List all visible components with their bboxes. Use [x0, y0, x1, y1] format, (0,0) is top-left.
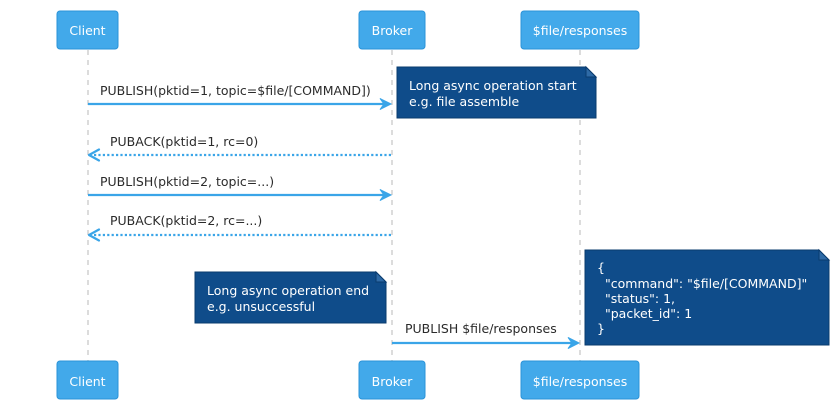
participant-responses-bottom[interactable]: $file/responses: [520, 360, 640, 400]
participant-responses-label: $file/responses: [533, 374, 628, 389]
note-operation-start: Long async operation start e.g. file ass…: [396, 65, 598, 119]
message-publish-responses[interactable]: PUBLISH $file/responses: [392, 321, 581, 349]
note-operation-end: Long async operation end e.g. unsuccessf…: [194, 270, 388, 324]
message-puback-1[interactable]: PUBACK(pktid=1, rc=0): [87, 134, 391, 162]
note-start-line1: Long async operation start: [409, 78, 577, 93]
message-publish-2-label: PUBLISH(pktid=2, topic=...): [100, 174, 274, 189]
message-publish-responses-label: PUBLISH $file/responses: [405, 321, 557, 336]
note-payload-line1: {: [597, 260, 605, 275]
arrowhead-left-icon: [87, 228, 101, 242]
participant-responses-label: $file/responses: [533, 23, 628, 38]
message-publish-2[interactable]: PUBLISH(pktid=2, topic=...): [88, 174, 393, 201]
message-puback-2-label: PUBACK(pktid=2, rc=...): [110, 213, 262, 228]
arrowhead-right-icon: [379, 189, 393, 201]
note-payload-line2: "command": "$file/[COMMAND]": [605, 276, 807, 291]
message-puback-1-label: PUBACK(pktid=1, rc=0): [110, 134, 258, 149]
note-end-line2: e.g. unsuccessful: [207, 299, 315, 314]
note-start-line2: e.g. file assemble: [409, 94, 520, 109]
message-publish-1-label: PUBLISH(pktid=1, topic=$file/[COMMAND]): [100, 83, 371, 98]
participant-broker-bottom[interactable]: Broker: [358, 360, 426, 400]
message-publish-1[interactable]: PUBLISH(pktid=1, topic=$file/[COMMAND]): [88, 83, 393, 110]
participant-client-label: Client: [69, 23, 105, 38]
participant-client-label: Client: [69, 374, 105, 389]
note-end-line1: Long async operation end: [207, 283, 369, 298]
message-puback-2[interactable]: PUBACK(pktid=2, rc=...): [87, 213, 391, 242]
arrowhead-right-icon: [379, 98, 393, 110]
participant-broker-label: Broker: [372, 23, 414, 38]
note-payload-line5: }: [597, 321, 605, 336]
participant-broker-top[interactable]: Broker: [358, 10, 426, 50]
note-response-payload: { "command": "$file/[COMMAND]" "status":…: [584, 248, 831, 346]
participant-broker-label: Broker: [372, 374, 414, 389]
arrowhead-left-icon: [87, 148, 101, 162]
arrowhead-right-icon: [567, 337, 581, 349]
note-payload-line3: "status": 1,: [605, 291, 675, 306]
note-payload-line4: "packet_id": 1: [605, 306, 692, 321]
participant-client-bottom[interactable]: Client: [56, 360, 119, 400]
participant-responses-top[interactable]: $file/responses: [520, 10, 640, 50]
participant-client-top[interactable]: Client: [56, 10, 119, 50]
